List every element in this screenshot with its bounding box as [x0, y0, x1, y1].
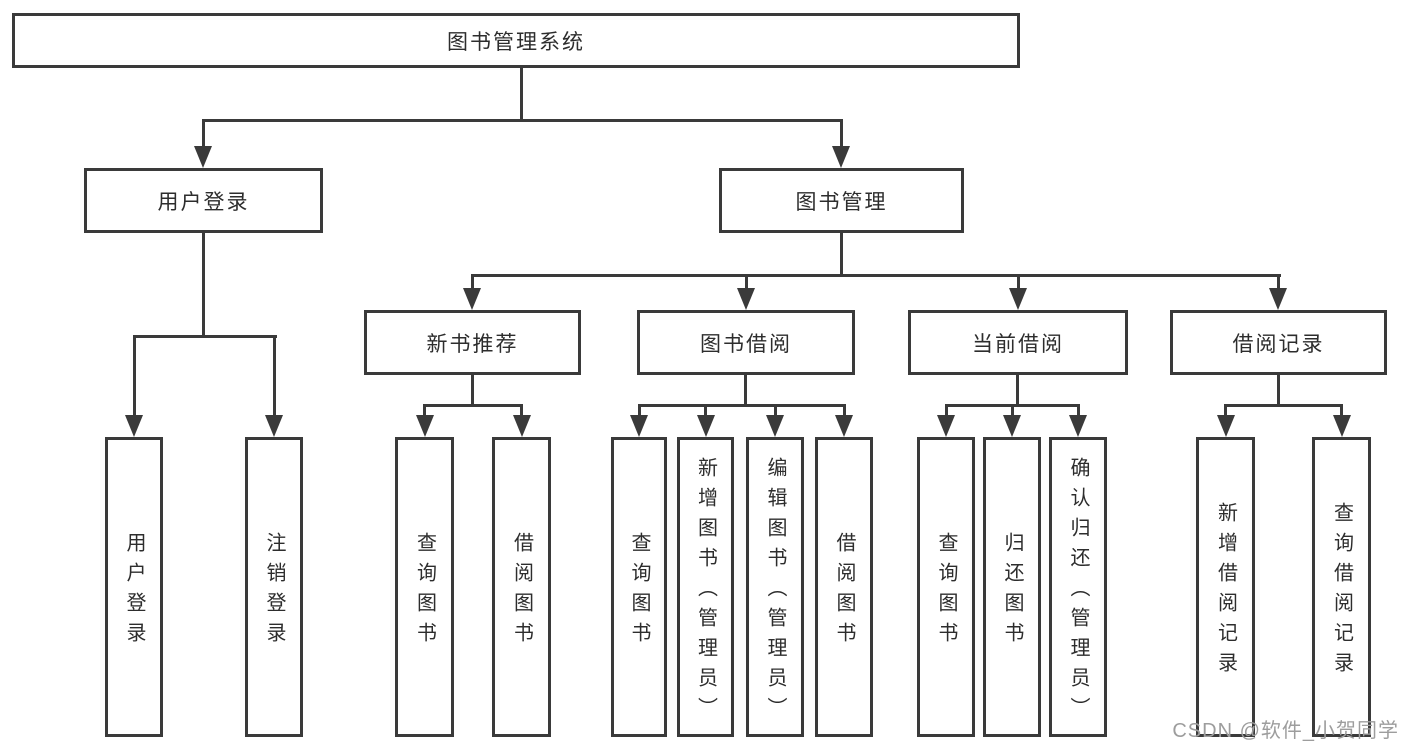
leaf-query-borrow-record: 查询借阅记录	[1312, 437, 1371, 737]
leaf-query-borrow-record-label: 查询借阅记录	[1330, 502, 1353, 682]
leaf-add-books-admin: 新增图书（管理员）	[677, 437, 734, 737]
node-library-system: 图书管理系统	[12, 13, 1020, 68]
arrowhead-down-icon	[1217, 415, 1235, 437]
leaf-borrow-books-2-label: 借阅图书	[833, 532, 855, 652]
leaf-query-books-3: 查询图书	[917, 437, 975, 737]
connector-stem	[840, 119, 843, 150]
connector-stem	[520, 68, 523, 120]
node-user-login-label: 用户登录	[157, 190, 250, 214]
leaf-user-login: 用户登录	[105, 437, 163, 737]
node-current-borrowing-label: 当前借阅	[972, 332, 1064, 356]
leaf-confirm-return-admin: 确认归还（管理员）	[1049, 437, 1107, 737]
arrowhead-down-icon	[416, 415, 434, 437]
node-book-management-label: 图书管理	[795, 190, 888, 214]
leaf-user-login-label: 用户登录	[123, 532, 145, 652]
connector-stem	[745, 274, 748, 292]
leaf-logout-login: 注销登录	[245, 437, 303, 737]
connector-stem	[1077, 404, 1080, 420]
connector-stem	[704, 404, 707, 420]
connector-stem	[520, 404, 523, 420]
arrowhead-down-icon	[1009, 288, 1027, 310]
arrowhead-down-icon	[1269, 288, 1287, 310]
connector-rail	[133, 335, 277, 338]
connector-stem	[1277, 375, 1280, 406]
connector-stem	[423, 404, 426, 420]
leaf-borrow-books-1: 借阅图书	[492, 437, 551, 737]
leaf-return-books-label: 归还图书	[1001, 532, 1023, 652]
arrowhead-down-icon	[697, 415, 715, 437]
arrowhead-down-icon	[194, 146, 212, 168]
arrowhead-down-icon	[1333, 415, 1351, 437]
node-book-borrowing-label: 图书借阅	[700, 332, 792, 356]
connector-stem	[945, 404, 948, 420]
connector-stem	[273, 335, 276, 419]
connector-stem	[1017, 274, 1020, 292]
arrowhead-down-icon	[1003, 415, 1021, 437]
connector-stem	[1224, 404, 1227, 420]
connector-stem	[1340, 404, 1343, 420]
connector-rail	[423, 404, 523, 407]
leaf-borrow-books-2: 借阅图书	[815, 437, 873, 737]
arrowhead-down-icon	[832, 146, 850, 168]
connector-stem	[471, 274, 474, 292]
leaf-add-borrow-record: 新增借阅记录	[1196, 437, 1255, 737]
leaf-query-books-2: 查询图书	[611, 437, 667, 737]
node-book-management: 图书管理	[719, 168, 964, 233]
connector-stem	[202, 233, 205, 337]
node-new-book-recommend: 新书推荐	[364, 310, 581, 375]
leaf-add-borrow-record-label: 新增借阅记录	[1214, 502, 1237, 682]
arrowhead-down-icon	[630, 415, 648, 437]
csdn-watermark: CSDN @软件_小贺同学	[1172, 720, 1399, 742]
connector-stem	[843, 404, 846, 420]
connector-stem	[774, 404, 777, 420]
leaf-return-books: 归还图书	[983, 437, 1041, 737]
leaf-add-books-admin-label: 新增图书（管理员）	[694, 457, 717, 727]
connector-rail	[1224, 404, 1343, 407]
arrowhead-down-icon	[463, 288, 481, 310]
connector-stem	[1016, 375, 1019, 406]
leaf-query-books-1: 查询图书	[395, 437, 454, 737]
leaf-query-books-2-label: 查询图书	[628, 532, 650, 652]
arrowhead-down-icon	[265, 415, 283, 437]
connector-rail	[471, 274, 1281, 277]
connector-stem	[202, 119, 205, 150]
leaf-borrow-books-1-label: 借阅图书	[510, 532, 533, 652]
node-current-borrowing: 当前借阅	[908, 310, 1128, 375]
arrowhead-down-icon	[125, 415, 143, 437]
connector-stem	[744, 375, 747, 406]
leaf-logout-login-label: 注销登录	[263, 532, 285, 652]
leaf-edit-books-admin-label: 编辑图书（管理员）	[764, 457, 786, 727]
node-borrowing-records-label: 借阅记录	[1232, 332, 1325, 356]
arrowhead-down-icon	[937, 415, 955, 437]
node-borrowing-records: 借阅记录	[1170, 310, 1387, 375]
node-user-login: 用户登录	[84, 168, 323, 233]
arrowhead-down-icon	[1069, 415, 1087, 437]
connector-stem	[1011, 404, 1014, 420]
leaf-query-books-3-label: 查询图书	[935, 532, 957, 652]
connector-stem	[1277, 274, 1280, 292]
arrowhead-down-icon	[766, 415, 784, 437]
node-book-borrowing: 图书借阅	[637, 310, 855, 375]
leaf-confirm-return-admin-label: 确认归还（管理员）	[1067, 457, 1089, 727]
connector-rail	[638, 404, 846, 407]
arrowhead-down-icon	[835, 415, 853, 437]
node-library-system-label: 图书管理系统	[447, 30, 585, 54]
connector-stem	[133, 335, 136, 419]
connector-stem	[638, 404, 641, 420]
connector-stem	[471, 375, 474, 406]
leaf-edit-books-admin: 编辑图书（管理员）	[746, 437, 804, 737]
leaf-query-books-1-label: 查询图书	[413, 532, 436, 652]
connector-rail	[202, 119, 843, 122]
connector-stem	[840, 233, 843, 276]
arrowhead-down-icon	[737, 288, 755, 310]
arrowhead-down-icon	[513, 415, 531, 437]
node-new-book-recommend-label: 新书推荐	[426, 332, 519, 356]
